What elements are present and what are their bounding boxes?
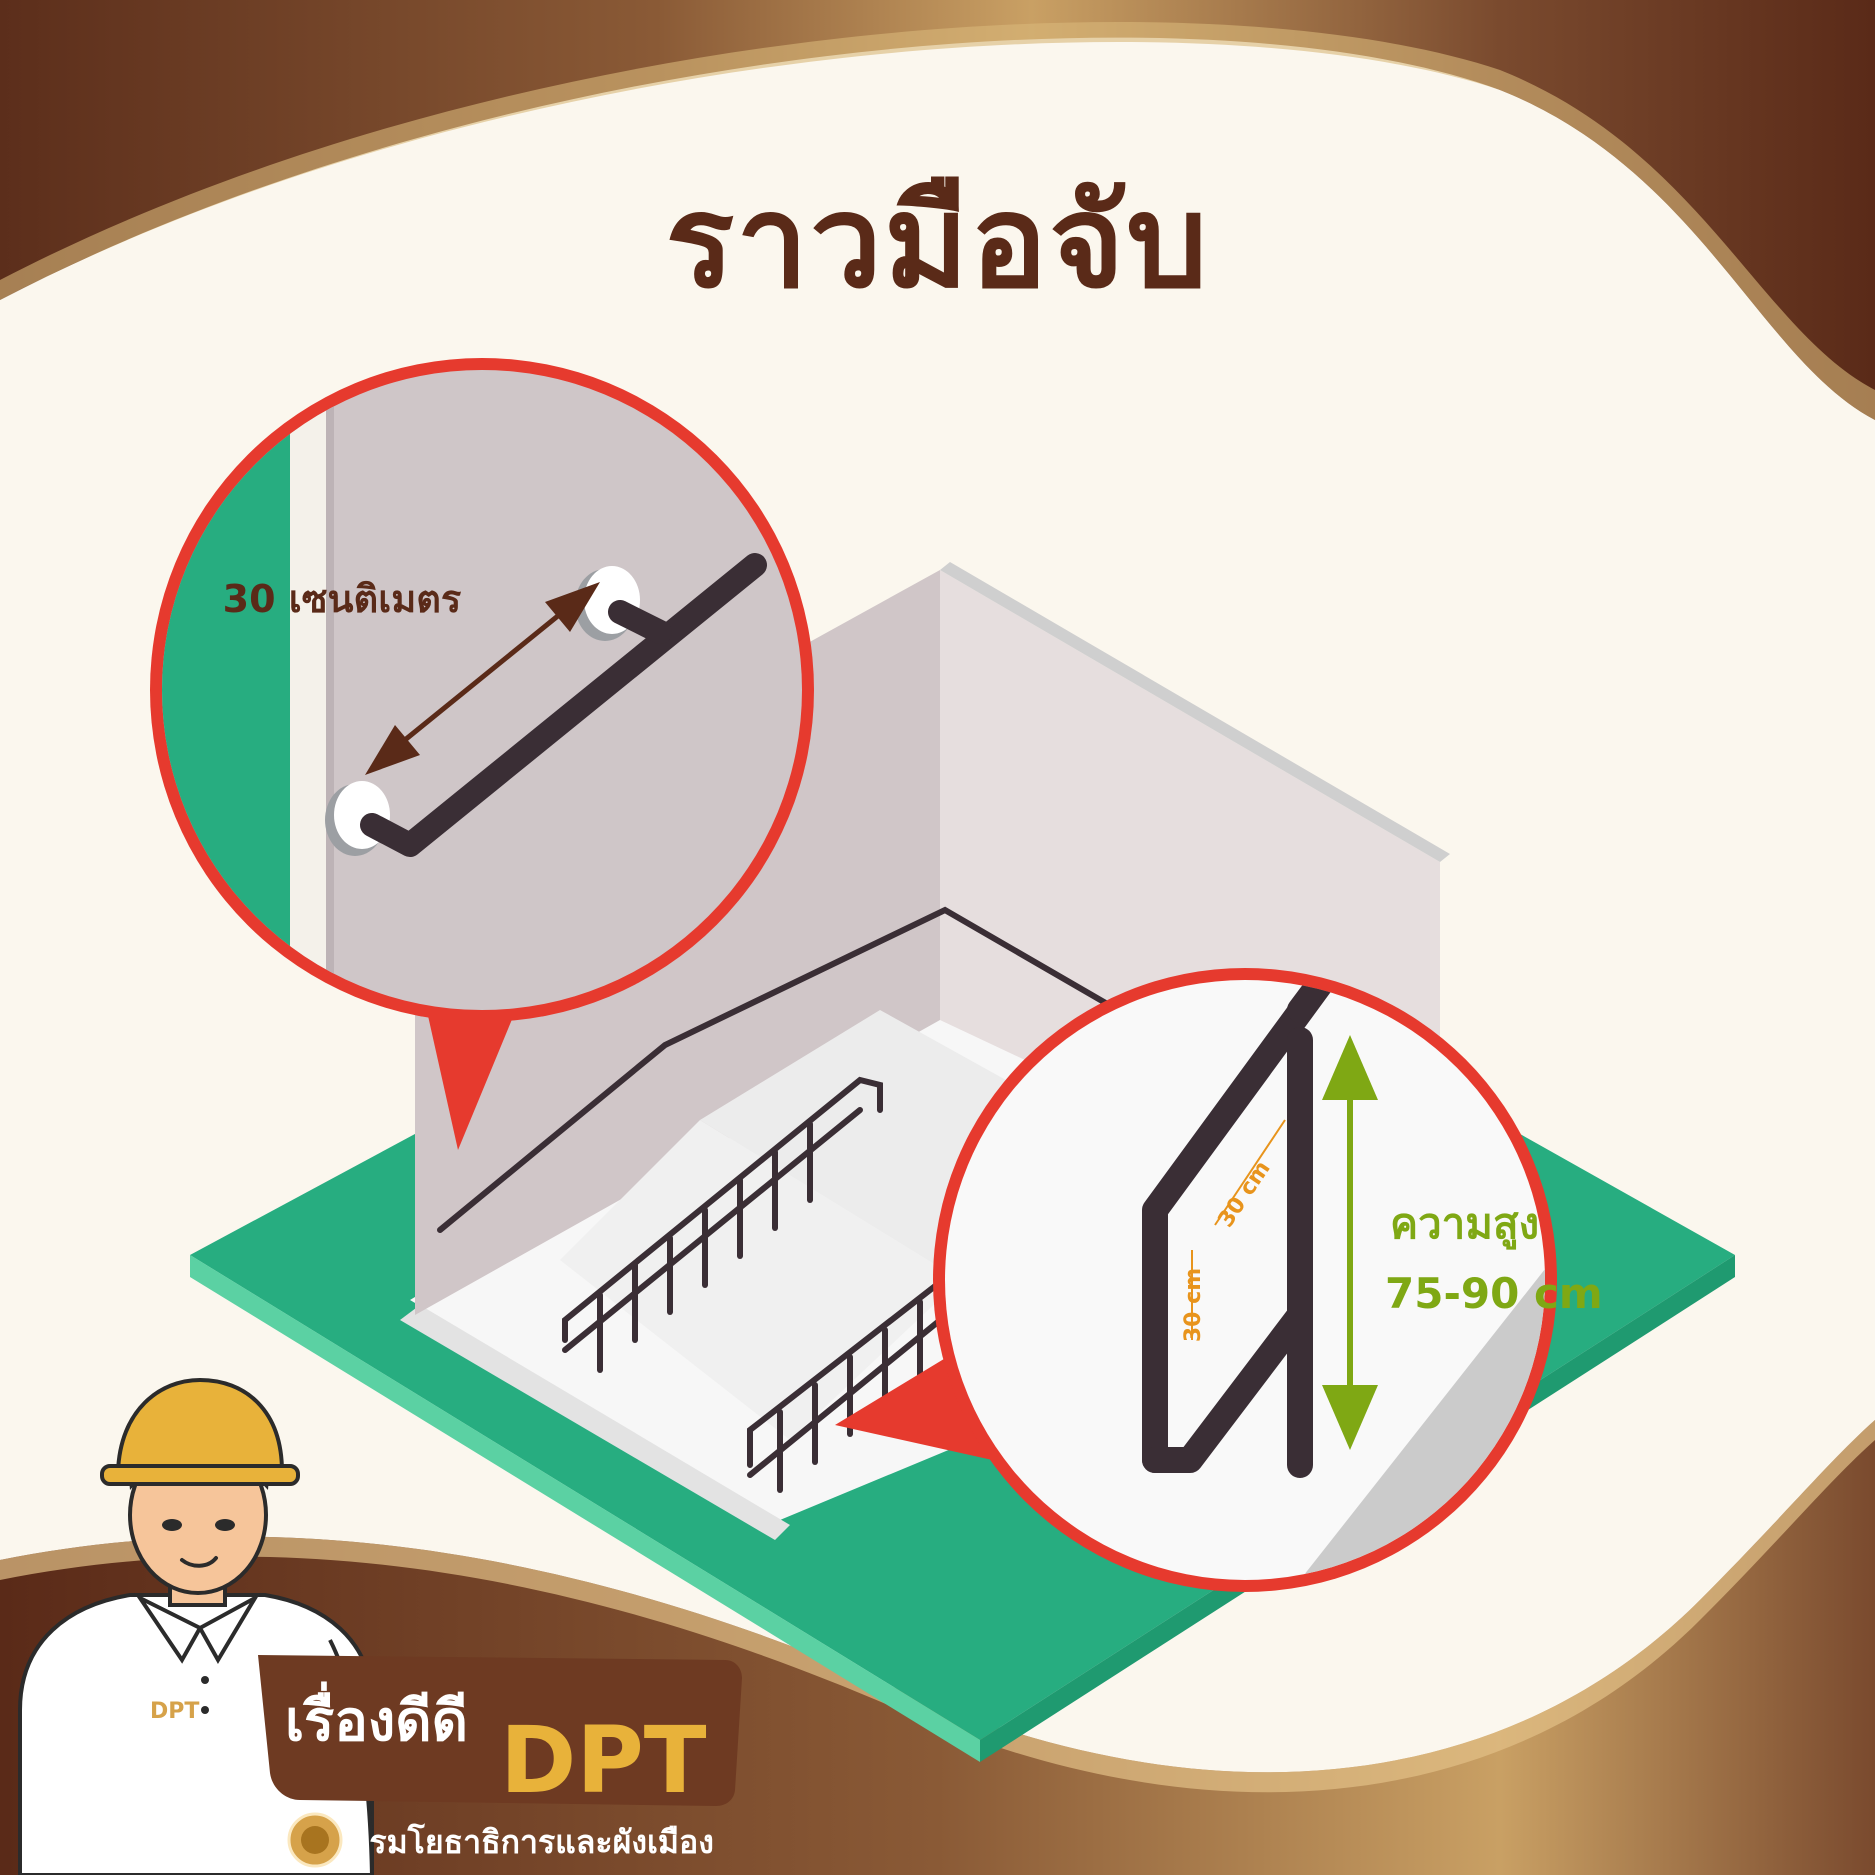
shirt-logo: DPT bbox=[150, 1699, 199, 1724]
callout-pointer-left bbox=[420, 980, 520, 1150]
agency-footer: กรมโยธาธิการและผังเมือง bbox=[287, 1812, 714, 1868]
wall-handrail bbox=[437, 906, 1138, 1233]
hard-hat-icon bbox=[115, 1377, 285, 1474]
bracket-spacing-label: 30 เซนติเมตร bbox=[223, 577, 462, 621]
zoom-callout-right: 30 cm 30 cm ความสูง 75-90 cm bbox=[835, 968, 1603, 1592]
height-label: ความสูง bbox=[1390, 1199, 1539, 1250]
dimension-arrow bbox=[393, 596, 582, 750]
handrail-detail bbox=[360, 553, 767, 857]
tactile-strip bbox=[400, 1305, 790, 1540]
handrail-profile bbox=[1142, 980, 1373, 1473]
series-badge: เรื่องดีดี DPT bbox=[258, 1655, 742, 1814]
railing-left bbox=[562, 1076, 883, 1373]
mascot-engineer: DPT bbox=[18, 1377, 374, 1875]
badge-title-line2: DPT bbox=[500, 1707, 707, 1814]
dim-side-label: 30 cm bbox=[1181, 1268, 1206, 1342]
height-value: 75-90 cm bbox=[1385, 1269, 1603, 1318]
page-title: ราวมือจับ bbox=[665, 168, 1210, 317]
badge-title-line1: เรื่องดีดี bbox=[285, 1681, 468, 1754]
zoom-callout-left: 30 เซนติเมตร bbox=[150, 358, 814, 1150]
agency-name: กรมโยธาธิการและผังเมือง bbox=[350, 1823, 714, 1861]
